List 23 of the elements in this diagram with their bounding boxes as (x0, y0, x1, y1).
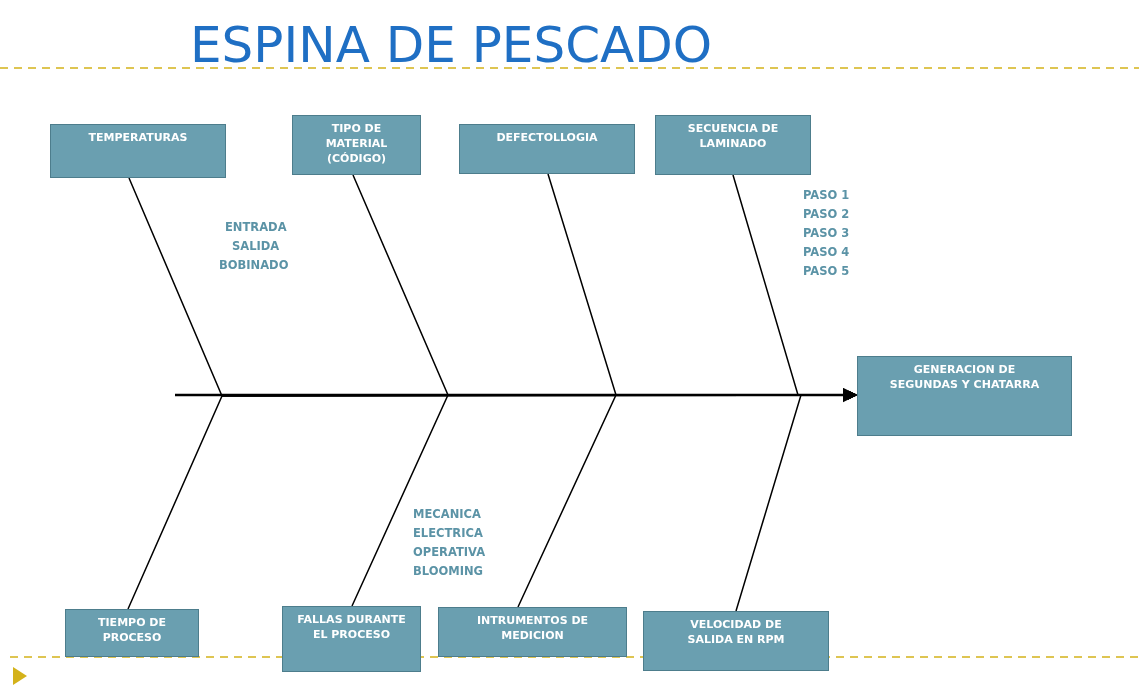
note-text: ENTRADA (225, 222, 287, 234)
cause-box: DEFECTOLLOGIA (459, 124, 635, 174)
note-text: PASO 5 (803, 266, 850, 278)
cause-box: INTRUMENTOS DE MEDICION (438, 607, 627, 657)
cause-box: TEMPERATURAS (50, 124, 226, 178)
note-text: SALIDA (232, 241, 280, 253)
note-text: PASO 1 (803, 190, 850, 202)
note-text: BOBINADO (219, 260, 289, 272)
title: ESPINA DE PESCADO (190, 18, 713, 73)
note-text: PASO 4 (803, 247, 850, 259)
cause-box: SECUENCIA DE LAMINADO (655, 115, 811, 175)
note-text: PASO 2 (803, 209, 850, 221)
cause-box: TIPO DE MATERIAL (CÓDIGO) (292, 115, 421, 175)
cause-box: TIEMPO DE PROCESO (65, 609, 199, 657)
note-text: ELECTRICA (413, 528, 483, 540)
note-text: BLOOMING (413, 566, 484, 578)
note-text: MECANICA (413, 509, 481, 521)
note-text: OPERATIVA (413, 547, 486, 559)
note-text: PASO 3 (803, 228, 850, 240)
cause-box: VELOCIDAD DE SALIDA EN RPM (643, 611, 829, 671)
cause-box: GENERACION DE SEGUNDAS Y CHATARRA (857, 356, 1072, 436)
cause-box: FALLAS DURANTE EL PROCESO (282, 606, 421, 672)
spine-arrow (175, 387, 858, 403)
